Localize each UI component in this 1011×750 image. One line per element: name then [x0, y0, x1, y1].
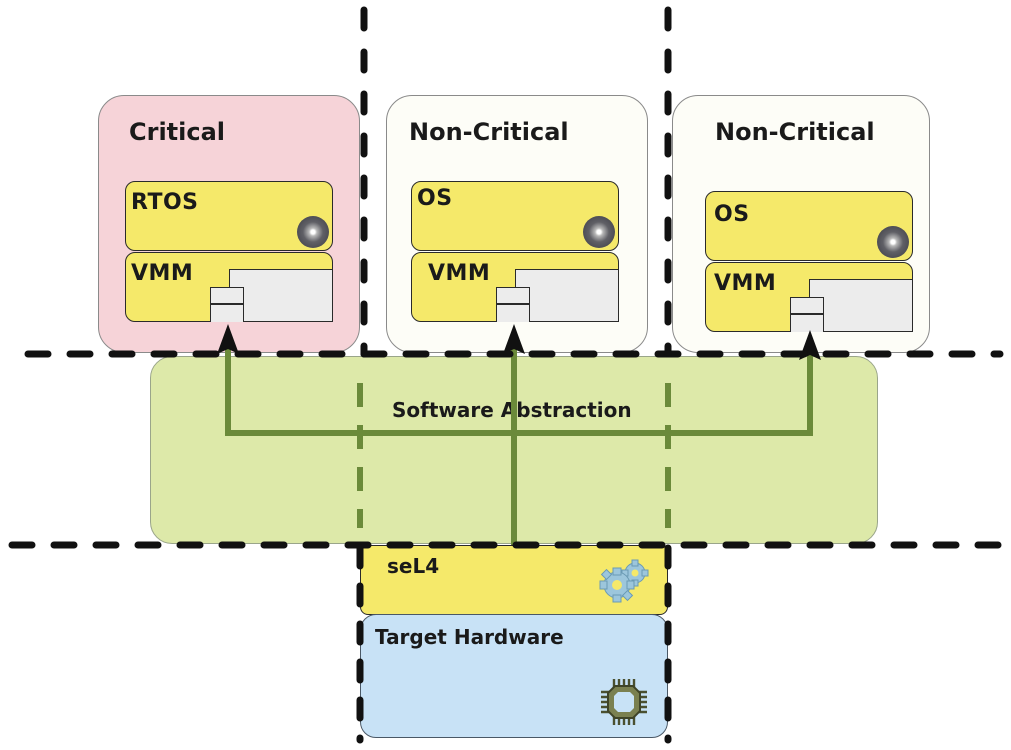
- sel4-kernel-box: seL4: [360, 545, 668, 615]
- vmm-port-slot: [790, 297, 824, 332]
- sel4-label: seL4: [387, 554, 440, 578]
- vmm-port-divider: [210, 303, 244, 305]
- arrow-up-icon: [503, 324, 525, 354]
- disk-icon: [583, 216, 615, 248]
- vmm-label: VMM: [131, 261, 194, 286]
- guest-os-label: OS: [417, 186, 453, 211]
- vmm-box: VMM: [705, 262, 913, 332]
- connector-to-critical: [225, 338, 813, 436]
- arrow-up-icon: [217, 324, 239, 354]
- vmm-label: VMM: [428, 261, 491, 286]
- chip-icon: [601, 679, 647, 725]
- guest-os-label: RTOS: [131, 190, 199, 215]
- guest-os-box: OS: [705, 191, 913, 261]
- vmm-port-divider: [496, 303, 530, 305]
- connector-tree: [225, 338, 813, 545]
- partition-title: Critical: [129, 118, 226, 146]
- partition-title: Non-Critical: [715, 118, 875, 146]
- disk-icon: [297, 216, 329, 248]
- partition-non-critical-2: Non-Critical OS VMM: [672, 95, 930, 353]
- guest-os-box: RTOS: [125, 181, 333, 251]
- partition-critical: Critical RTOS VMM: [98, 95, 360, 353]
- disk-icon: [877, 226, 909, 258]
- target-hardware-label: Target Hardware: [375, 625, 564, 649]
- gears-icon: [599, 559, 649, 603]
- vmm-port-slot: [210, 287, 244, 322]
- vmm-port-slot: [496, 287, 530, 322]
- guest-os-box: OS: [411, 181, 619, 251]
- vmm-device-panel: [515, 269, 619, 322]
- vmm-device-panel: [229, 269, 333, 322]
- guest-os-label: OS: [714, 202, 750, 227]
- vmm-label: VMM: [714, 271, 777, 296]
- vmm-box: VMM: [411, 252, 619, 322]
- vmm-box: VMM: [125, 252, 333, 322]
- partition-title: Non-Critical: [409, 118, 569, 146]
- partition-non-critical-1: Non-Critical OS VMM: [386, 95, 648, 353]
- vmm-port-divider: [790, 313, 824, 315]
- vmm-device-panel: [809, 279, 913, 332]
